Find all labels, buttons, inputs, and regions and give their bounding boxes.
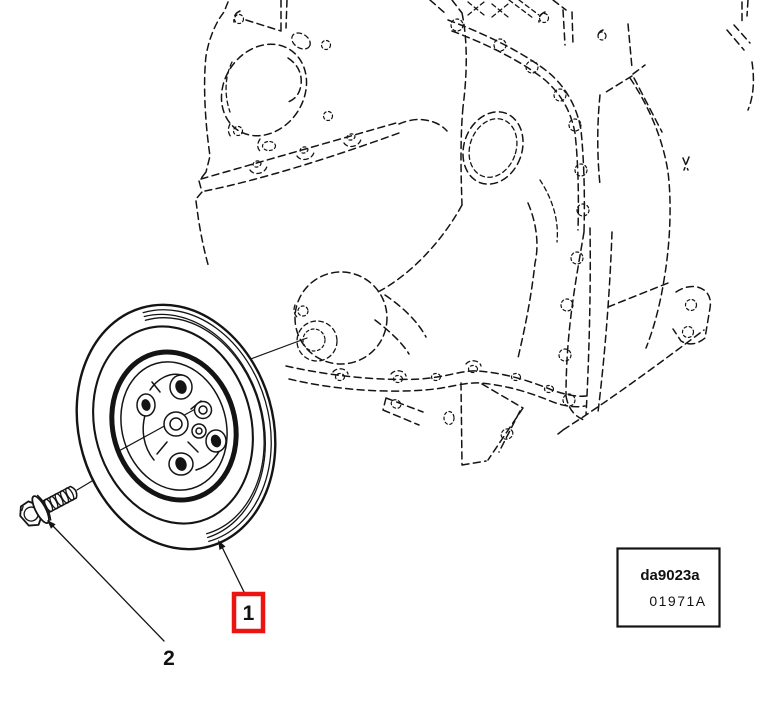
pulley-bolt-hole <box>175 457 187 471</box>
callout-2-label[interactable]: 2 <box>163 647 175 670</box>
centerline-through-face <box>116 406 200 453</box>
engine-detail-arcs <box>225 0 559 377</box>
crankshaft-pulley-part[interactable] <box>49 281 304 573</box>
crankshaft-snout-outer <box>296 320 338 362</box>
callout-2-leader-line <box>51 524 165 642</box>
pulley-bolt-hole <box>175 380 187 394</box>
centerline-crank-segment <box>247 337 308 361</box>
callout-2-hotspot[interactable]: 2 <box>47 520 175 670</box>
block-oval-opening <box>220 43 308 137</box>
callout-1-leader-line <box>221 546 246 595</box>
pulley-bolt-hole <box>210 434 222 448</box>
callout-1-arrowhead <box>218 540 226 550</box>
stamp-box-border <box>616 547 721 628</box>
pulley-bolt-part[interactable] <box>15 478 83 533</box>
engine-assembly-outline <box>195 0 755 466</box>
stamp-number: 01971A <box>649 593 706 609</box>
bolt-hole-details <box>232 12 698 440</box>
seal-opening-inner <box>468 118 518 178</box>
bolt-flange-washer <box>31 495 50 524</box>
pulley-bolt-hole <box>141 399 151 411</box>
seal-opening-outer <box>462 111 524 185</box>
bolt-threads <box>43 487 75 513</box>
pulley-groove-lines <box>142 309 272 543</box>
damper-ring-inner-edge <box>120 361 228 491</box>
callout-1-box[interactable] <box>231 591 266 634</box>
block-small-oval <box>291 32 311 50</box>
engine-block-and-cover-lines <box>195 0 755 466</box>
stamp-box: da9023a 01971A <box>616 547 721 628</box>
crankshaft-hub-circle <box>294 271 388 365</box>
damper-ring <box>109 349 239 503</box>
crankshaft-snout-inner <box>302 328 326 352</box>
callout-2-arrowhead <box>47 520 56 529</box>
callout-1-label: 1 <box>243 602 255 625</box>
stamp-code: da9023a <box>640 567 700 584</box>
pulley-hub-details <box>136 373 227 476</box>
callout-1-hotspot[interactable]: 1 <box>218 540 266 634</box>
